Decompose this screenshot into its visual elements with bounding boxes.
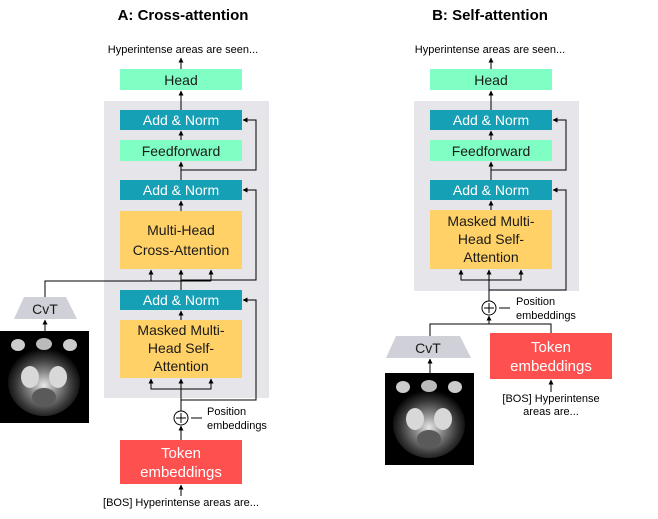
panel-a-output-text: Hyperintense areas are seen... <box>108 44 258 56</box>
panel-a-cross-attention-label-2: Cross-Attention <box>133 242 229 258</box>
panel-a-self-attention <box>120 320 242 378</box>
panel-b-position-label-1: Position <box>516 296 555 308</box>
panel-a: A: Cross-attention Hyperintense areas ar… <box>0 7 269 509</box>
panel-b-self-attention-label-1: Masked Multi- <box>447 213 534 229</box>
panel-b-add-norm-top <box>430 110 552 130</box>
panel-a-token-embeddings <box>120 440 242 484</box>
panel-b-cvt-encoder <box>386 336 471 358</box>
panel-b-add-norm-top-label: Add & Norm <box>453 112 529 128</box>
arrow-a-residual-middle <box>181 187 257 281</box>
panel-a-add-norm-lower <box>120 290 242 310</box>
arrow-b-residual-lower <box>489 187 567 291</box>
panel-b-add-norm-lower <box>430 180 552 200</box>
arrow-b-residual-top <box>491 117 567 171</box>
panel-b-add-norm-lower-label: Add & Norm <box>453 182 529 198</box>
panel-a-token-label-2: embeddings <box>140 464 222 481</box>
panel-a-token-label-1: Token <box>161 445 201 462</box>
panel-a-self-attention-label-1: Masked Multi- <box>137 322 224 338</box>
panel-a-head-label: Head <box>164 72 197 88</box>
panel-a-add-norm-top <box>120 110 242 130</box>
arrow-b-plus-to-self-q <box>458 269 489 281</box>
panel-b-circle-plus-icon <box>481 300 497 316</box>
panel-a-mri-scan-image <box>0 331 89 423</box>
panel-b-head <box>430 69 552 90</box>
arrow-b-plus-to-self-k <box>489 269 524 281</box>
panel-a-input-text: [BOS] Hyperintense areas are... <box>103 497 259 509</box>
panel-a-feedforward-label: Feedforward <box>142 143 221 159</box>
panel-b-mri-scan-image <box>385 373 474 465</box>
panel-a-cvt-label: CvT <box>32 301 58 317</box>
arrow-a-plus-to-self-k <box>181 378 214 390</box>
arrow-a-residual-top <box>181 117 257 171</box>
panel-a-add-norm-middle <box>120 180 242 200</box>
panel-a-title: A: Cross-attention <box>118 7 249 24</box>
panel-a-circle-plus-icon <box>173 410 189 426</box>
panel-b-head-label: Head <box>474 72 507 88</box>
panel-b-self-attention-label-3: Attention <box>463 249 518 265</box>
arrow-b-merge-bar <box>429 323 552 336</box>
panel-a-head <box>120 69 242 90</box>
panel-a-cross-attention <box>120 211 242 269</box>
panel-b-feedforward-label: Feedforward <box>452 143 531 159</box>
arrow-a-cvt-branch <box>44 280 211 297</box>
panel-a-self-attention-label-2: Head Self- <box>148 340 214 356</box>
panel-a-add-norm-top-label: Add & Norm <box>143 112 219 128</box>
panel-b-token-label-2: embeddings <box>510 358 592 375</box>
arrow-a-plus-to-self-q <box>148 378 181 390</box>
panel-a-cross-attention-label-1: Multi-Head <box>147 222 215 238</box>
panel-b-input-text-1: [BOS] Hyperintense <box>502 393 599 405</box>
panel-b: B: Self-attention Hyperintense areas are… <box>385 7 612 465</box>
panel-a-position-label-2: embeddings <box>207 420 267 432</box>
panel-b-input-text-2: areas are... <box>523 406 579 418</box>
arrow-a-residual-lower <box>181 297 257 401</box>
panel-a-feedforward <box>120 140 242 161</box>
panel-a-self-attention-label-3: Attention <box>153 358 208 374</box>
panel-b-token-label-1: Token <box>531 339 571 356</box>
panel-a-position-label-1: Position <box>207 406 246 418</box>
panel-b-title: B: Self-attention <box>432 7 548 24</box>
panel-b-self-attention <box>430 210 552 269</box>
panel-b-token-embeddings <box>490 333 612 379</box>
panel-a-cvt-encoder <box>14 297 77 319</box>
panel-b-self-attention-label-2: Head Self- <box>458 231 524 247</box>
panel-a-add-norm-lower-label: Add & Norm <box>143 292 219 308</box>
panel-b-cvt-label: CvT <box>415 340 441 356</box>
panel-a-add-norm-middle-label: Add & Norm <box>143 182 219 198</box>
panel-b-output-text: Hyperintense areas are seen... <box>415 44 565 56</box>
panel-b-position-label-2: embeddings <box>516 310 576 322</box>
panel-b-feedforward <box>430 140 552 161</box>
